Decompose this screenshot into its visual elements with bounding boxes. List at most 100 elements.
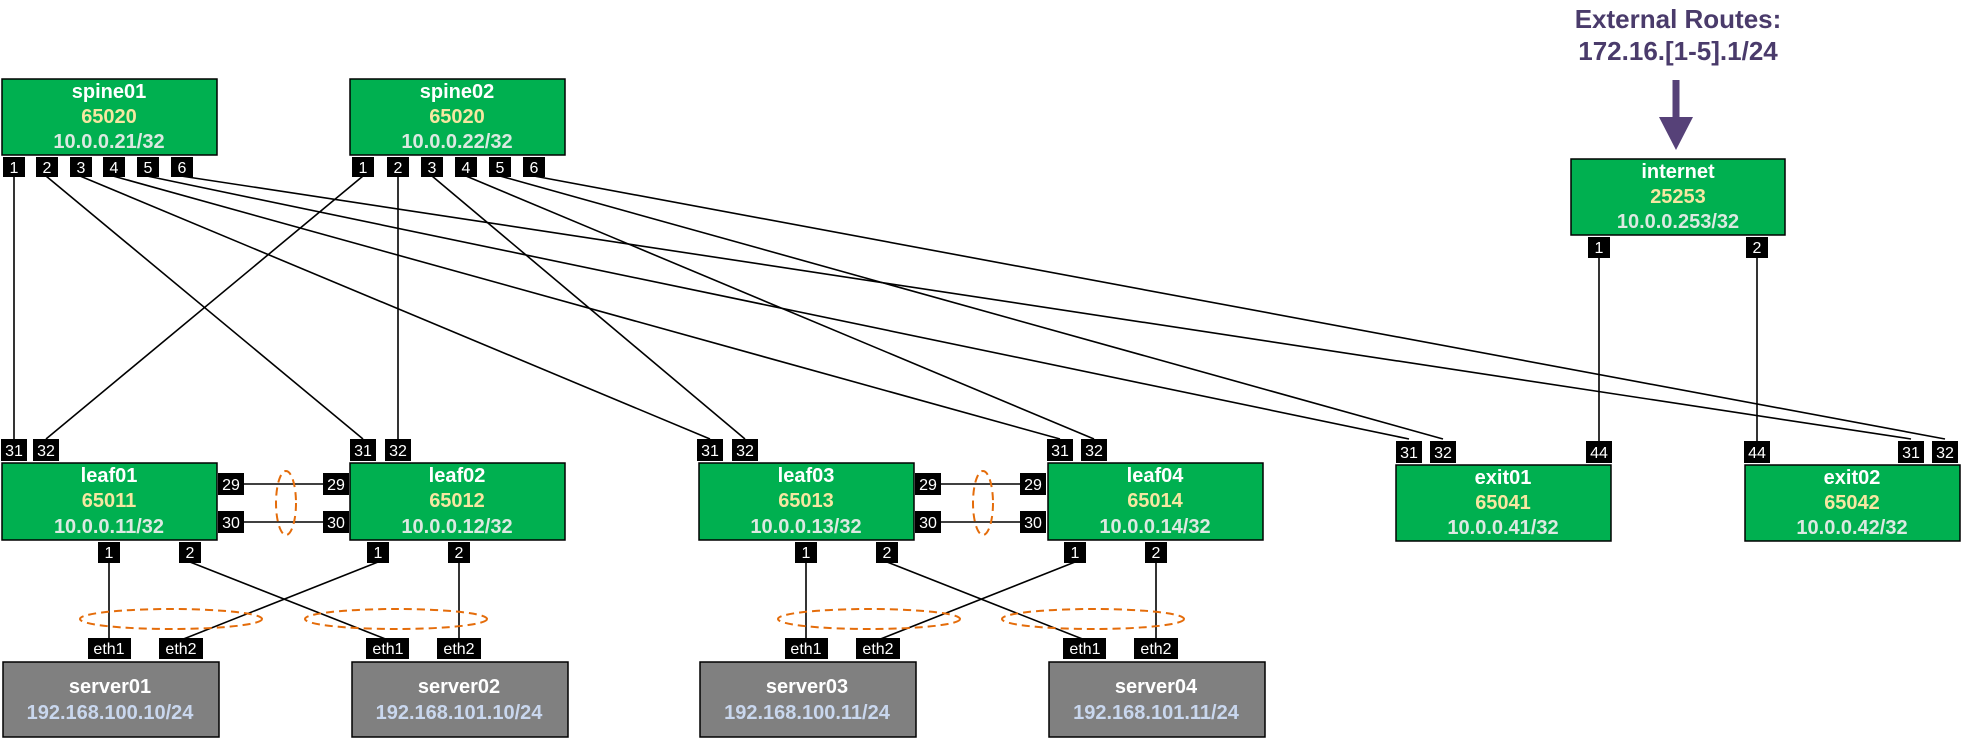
switch-asn: 65041 [1475, 492, 1531, 514]
svg-text:30: 30 [1024, 515, 1042, 532]
svg-text:32: 32 [1434, 445, 1452, 462]
switch-spine01[interactable]: spine01 65020 10.0.0.21/32 [1, 78, 218, 156]
switch-ip: 10.0.0.13/32 [750, 516, 861, 538]
switch-leaf02[interactable]: leaf02 65012 10.0.0.12/32 [349, 462, 566, 541]
port: 1 [98, 542, 120, 563]
switch-name: exit02 [1824, 467, 1881, 489]
switch-ip: 10.0.0.14/32 [1099, 516, 1210, 538]
svg-text:32: 32 [1936, 445, 1954, 462]
svg-text:1: 1 [1071, 545, 1080, 562]
switch-name: leaf01 [81, 465, 138, 487]
port: 30 [1020, 511, 1046, 533]
switch-leaf04[interactable]: leaf04 65014 10.0.0.14/32 [1047, 462, 1264, 541]
svg-text:1: 1 [1595, 240, 1604, 257]
server-server03-box [699, 661, 917, 738]
svg-text:eth1: eth1 [93, 641, 124, 658]
switch-name: internet [1641, 161, 1715, 183]
port: 29 [323, 473, 349, 495]
ports-leaf03: 31 32 29 30 1 2 [697, 439, 941, 563]
port: 31 [1396, 441, 1422, 463]
port: eth2 [856, 638, 900, 659]
switch-ip: 10.0.0.41/32 [1447, 517, 1558, 539]
switch-ip: 10.0.0.12/32 [401, 516, 512, 538]
port: 31 [1047, 439, 1073, 461]
svg-text:30: 30 [222, 515, 240, 532]
svg-text:31: 31 [354, 443, 372, 460]
port: 1 [795, 542, 817, 563]
svg-text:2: 2 [455, 545, 464, 562]
port: 3 [70, 157, 92, 177]
switch-spine01-box [1, 78, 218, 156]
switch-asn: 65020 [429, 106, 485, 128]
switch-spine02[interactable]: spine02 65020 10.0.0.22/32 [349, 78, 566, 156]
svg-text:eth2: eth2 [165, 641, 196, 658]
switch-leaf01-box [1, 462, 218, 541]
port: 32 [1932, 441, 1958, 463]
switch-leaf03[interactable]: leaf03 65013 10.0.0.13/32 [698, 462, 915, 541]
svg-text:31: 31 [1051, 443, 1069, 460]
link-leaf04-server03 [877, 561, 1076, 641]
server-server04[interactable]: server04 192.168.101.11/24 [1048, 661, 1266, 738]
port: 2 [448, 542, 470, 563]
port: 31 [350, 439, 376, 461]
switch-asn: 65014 [1127, 490, 1183, 512]
switch-leaf04-box [1047, 462, 1264, 541]
server-server01-box [2, 661, 220, 738]
bond-server04 [1001, 608, 1185, 630]
port: 2 [179, 542, 201, 563]
switch-name: leaf04 [1127, 465, 1185, 487]
server-server02-box [351, 661, 569, 738]
svg-text:29: 29 [222, 477, 240, 494]
svg-text:1: 1 [359, 160, 368, 177]
port: 29 [1020, 473, 1046, 495]
svg-text:3: 3 [77, 160, 86, 177]
link-leaf02-server01 [180, 561, 379, 641]
svg-text:32: 32 [37, 443, 55, 460]
server-server04-box [1048, 661, 1266, 738]
port: 44 [1744, 441, 1770, 463]
port: 30 [915, 511, 941, 533]
server-ip: 192.168.101.10/24 [376, 702, 544, 724]
external-routes-annotation: External Routes: 172.16.[1-5].1/24 [1575, 4, 1782, 150]
port: 2 [1746, 237, 1768, 258]
svg-text:29: 29 [1024, 477, 1042, 494]
svg-text:2: 2 [1753, 240, 1762, 257]
switch-exit02[interactable]: exit02 65042 10.0.0.42/32 [1744, 464, 1961, 542]
port: 31 [1898, 441, 1924, 463]
port: 30 [323, 511, 349, 533]
switch-exit02-box [1744, 464, 1961, 542]
svg-text:2: 2 [883, 545, 892, 562]
svg-text:31: 31 [701, 443, 719, 460]
port: 1 [352, 157, 374, 177]
svg-text:44: 44 [1748, 445, 1766, 462]
port: 6 [523, 157, 545, 177]
server-ip: 192.168.100.10/24 [27, 702, 195, 724]
svg-text:1: 1 [105, 545, 114, 562]
server-server02[interactable]: server02 192.168.101.10/24 [351, 661, 569, 738]
bond-server03 [777, 608, 961, 630]
server-ip: 192.168.101.11/24 [1073, 702, 1240, 724]
port: 32 [33, 439, 59, 461]
link-spine01-leaf04 [112, 175, 1061, 440]
switch-asn: 65012 [429, 490, 485, 512]
ports-exit02: 44 31 32 [1744, 441, 1958, 463]
port: 32 [385, 439, 411, 461]
external-routes-title: External Routes: [1575, 4, 1782, 34]
switch-asn: 65042 [1824, 492, 1880, 514]
link-spine02-leaf01 [45, 175, 364, 440]
switch-ip: 10.0.0.11/32 [54, 516, 164, 538]
server-server01[interactable]: server01 192.168.100.10/24 [2, 661, 220, 738]
switch-leaf01[interactable]: leaf01 65011 10.0.0.11/32 [1, 462, 218, 541]
svg-text:31: 31 [5, 443, 23, 460]
switch-ip: 10.0.0.253/32 [1617, 211, 1739, 233]
server-ip: 192.168.100.11/24 [724, 702, 891, 724]
switch-exit01[interactable]: exit01 65041 10.0.0.41/32 [1395, 464, 1612, 542]
ports-server02: eth1 eth2 [366, 638, 481, 659]
switch-internet[interactable]: internet 25253 10.0.0.253/32 [1570, 158, 1786, 236]
server-server03[interactable]: server03 192.168.100.11/24 [699, 661, 917, 738]
svg-text:eth1: eth1 [372, 641, 403, 658]
ports-leaf02: 31 32 29 30 1 2 [323, 439, 470, 563]
switch-asn: 65020 [81, 106, 137, 128]
